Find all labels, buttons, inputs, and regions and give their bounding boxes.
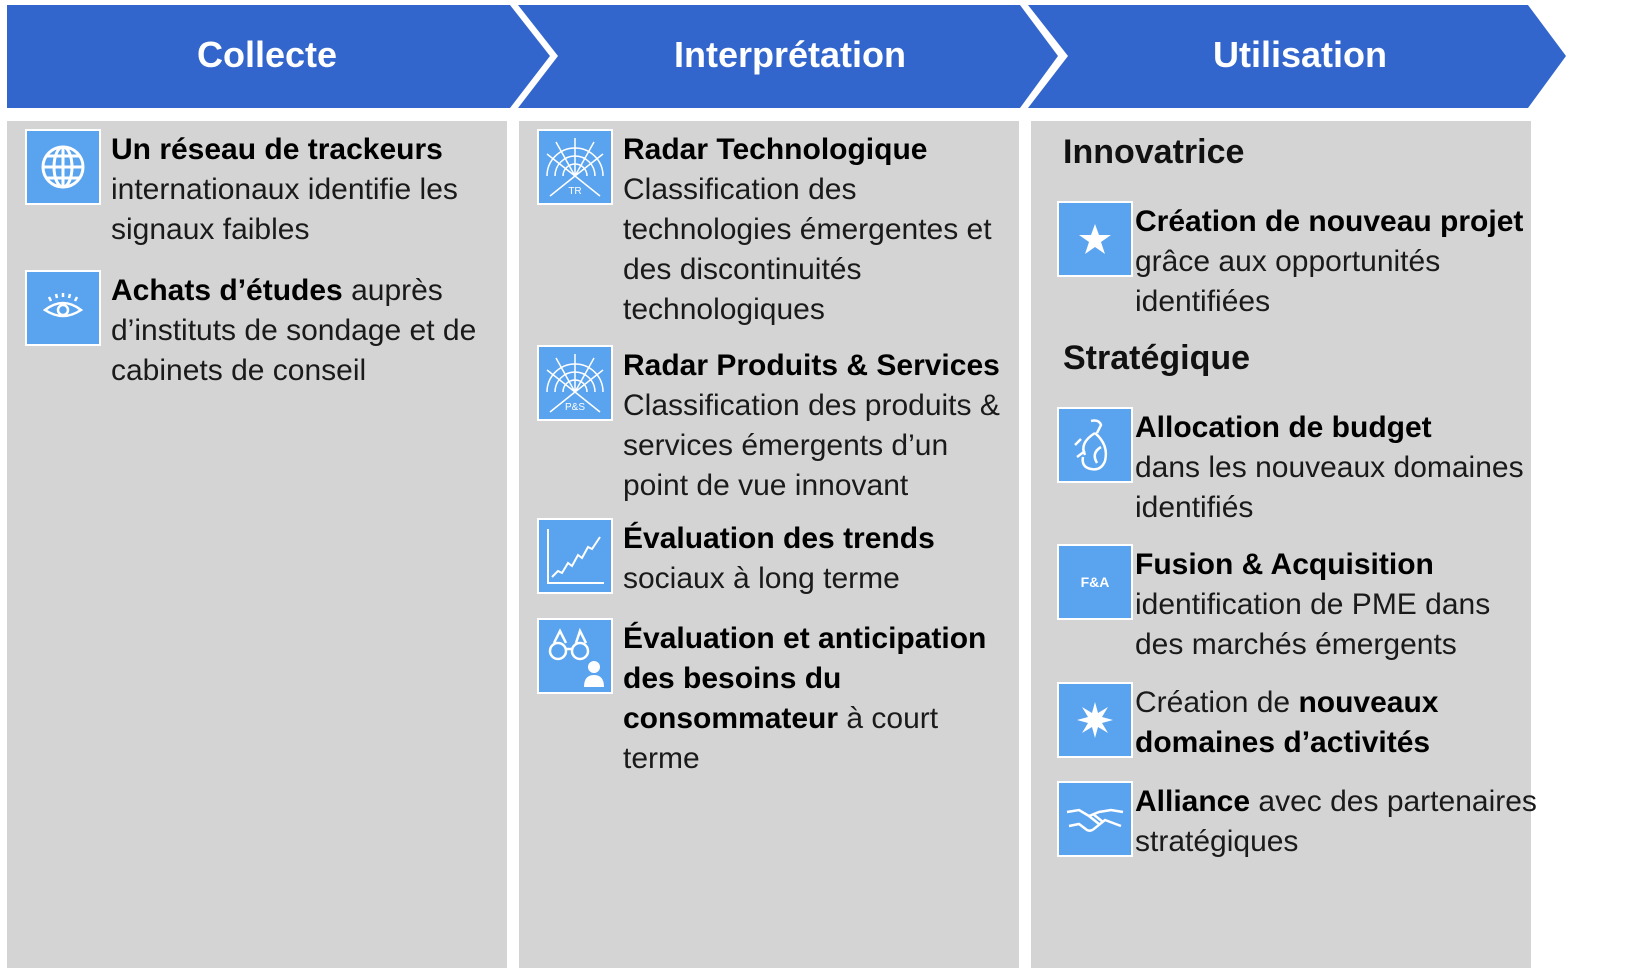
svg-text:P&S: P&S: [565, 402, 585, 413]
stage-title-collecte: Collecte: [196, 34, 338, 75]
item-description: avec des partenaires stratégiques: [1135, 785, 1537, 858]
section-title-strategique: Stratégique: [1063, 339, 1251, 377]
star-icon: [1057, 201, 1133, 277]
column-interpretation: TR Radar Technologique Classification de…: [519, 121, 1019, 968]
item-title: Évaluation des trends: [623, 522, 935, 555]
chevron-interpretation: [518, 5, 1058, 108]
item-title: Radar Produits & Services: [623, 349, 1000, 382]
item-title: Allocation de budget: [1135, 411, 1432, 444]
item-description: auprès d’instituts de sondage et de cabi…: [111, 274, 477, 387]
globe-icon: [25, 129, 101, 205]
item-description: sociaux à long terme: [623, 562, 900, 595]
item-title: Création de nouveau projet: [1135, 205, 1524, 238]
item-description: identification de PME dans des marchés é…: [1135, 588, 1491, 661]
chevron-collecte: [7, 5, 550, 108]
money-bag-icon: [1057, 407, 1133, 483]
item-description: Classification des produits & services é…: [623, 389, 1000, 502]
handshake-icon: [1057, 781, 1133, 857]
column-collecte: Un réseau de trackeurs internationaux id…: [7, 121, 507, 968]
item-title: Un réseau de trackeurs: [111, 133, 443, 166]
eye-icon: [25, 270, 101, 346]
stage-title-utilisation: Utilisation: [1212, 34, 1387, 75]
chevron-utilisation: [1028, 5, 1566, 108]
item-title: Achats d’études: [111, 274, 343, 307]
item-title: Alliance: [1135, 785, 1251, 818]
item-title: nouveaux domaines d’activités: [1135, 686, 1439, 759]
svg-text:TR: TR: [568, 186, 581, 197]
section-title-innovatrice: Innovatrice: [1063, 133, 1245, 171]
item-title: Radar Technologique: [623, 133, 928, 166]
item-description: internationaux identifie les signaux fai…: [111, 173, 458, 246]
item-description: à court terme: [623, 702, 939, 775]
binoculars-icon: [537, 618, 613, 694]
item-title: Évaluation et anticipation des besoins d…: [623, 622, 987, 735]
radar-tr-icon: TR: [537, 129, 613, 205]
radar-ps-icon: P&S: [537, 345, 613, 421]
column-utilisation: Innovatrice Création de nouveau projet g…: [1031, 121, 1537, 968]
stage-title-interpretation: Interprétation: [673, 34, 906, 75]
item-description: Classification des technologies émergent…: [623, 173, 992, 326]
merger-acquisition-icon: F&A: [1057, 544, 1133, 620]
burst-icon: [1057, 682, 1133, 758]
item-prefix: Création de: [1135, 686, 1291, 719]
item-title: Fusion & Acquisition: [1135, 548, 1434, 581]
trend-chart-icon: [537, 518, 613, 594]
item-description: grâce aux opportunités identifiées: [1135, 245, 1441, 318]
item-description: dans les nouveaux domaines identifiés: [1135, 451, 1524, 524]
